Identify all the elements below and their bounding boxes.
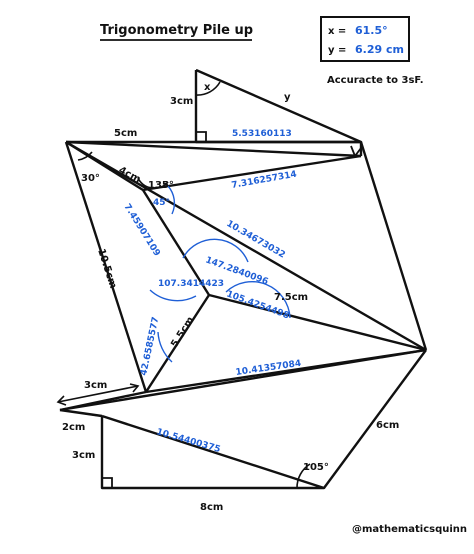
label-side-5cm: 5cm [114, 128, 137, 139]
label-side-7-5cm: 7.5cm [274, 292, 308, 303]
credit-handle: @mathematicsquinn [352, 524, 467, 535]
right-angle-markers [102, 131, 362, 488]
answer-box: x = 61.5° y = 6.29 cm [320, 16, 410, 62]
label-side-3cm-bottom: 3cm [72, 450, 95, 461]
work-42: 42.6585577 [139, 316, 161, 377]
label-side-10-5cm: 10.5cm [95, 248, 118, 290]
label-side-3cm-top: 3cm [170, 96, 193, 107]
answer-y-value: 6.29 cm [355, 43, 404, 56]
answer-y-label: y = [328, 45, 346, 56]
work-45: 45° [153, 198, 170, 208]
label-side-3cm-mid: 3cm [84, 380, 107, 391]
accuracy-note: Accuracte to 3sF. [327, 75, 424, 86]
label-angle-105: 105° [303, 462, 329, 473]
label-side-6cm: 6cm [376, 420, 399, 431]
work-107: 107.3414423 [158, 279, 224, 289]
angle-arcs [77, 81, 311, 489]
label-side-5-5cm: 5.5cm [169, 315, 196, 350]
answer-x-value: 61.5° [355, 24, 388, 37]
working-arcs [149, 185, 291, 363]
label-angle-x: x [204, 82, 211, 93]
label-angle-135: 135° [148, 180, 174, 191]
label-angle-30: 30° [81, 173, 100, 184]
label-side-y: y [284, 92, 291, 103]
title-text: Trigonometry Pile up [100, 23, 253, 38]
work-5-53: 5.53160113 [232, 129, 292, 139]
figure-lines [59, 68, 428, 490]
dimension-arrows [56, 383, 140, 417]
label-side-2cm: 2cm [62, 422, 85, 433]
work-10-54: 10.54400375 [155, 427, 221, 455]
work-7-31: 7.316257314 [231, 170, 298, 191]
label-side-8cm: 8cm [200, 502, 223, 513]
answer-x-label: x = [328, 26, 346, 37]
